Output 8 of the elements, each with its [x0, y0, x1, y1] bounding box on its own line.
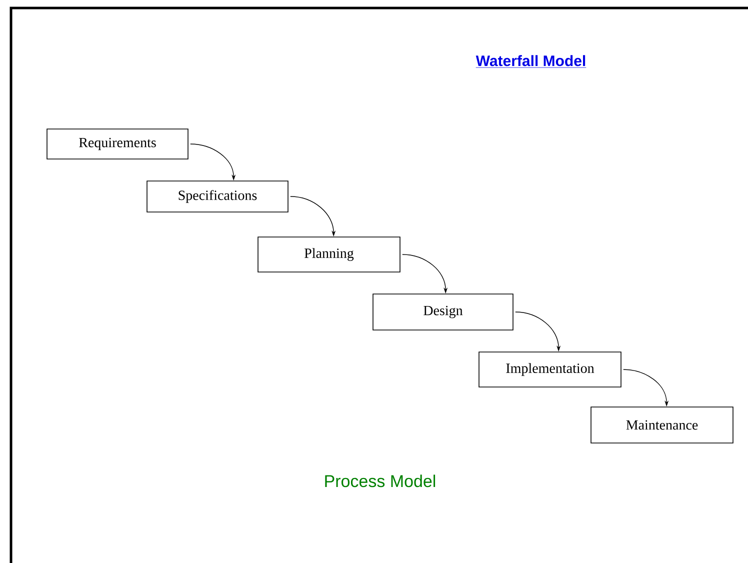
process-box: Maintenance: [590, 406, 734, 444]
process-box: Specifications: [146, 180, 288, 212]
caption: Process Model: [325, 474, 436, 488]
process-box: Implementation: [478, 352, 622, 388]
title: Waterfall Model: [476, 55, 586, 68]
process-box: Planning: [258, 236, 400, 272]
process-box: Design: [372, 294, 514, 330]
process-box: Requirements: [46, 128, 188, 160]
